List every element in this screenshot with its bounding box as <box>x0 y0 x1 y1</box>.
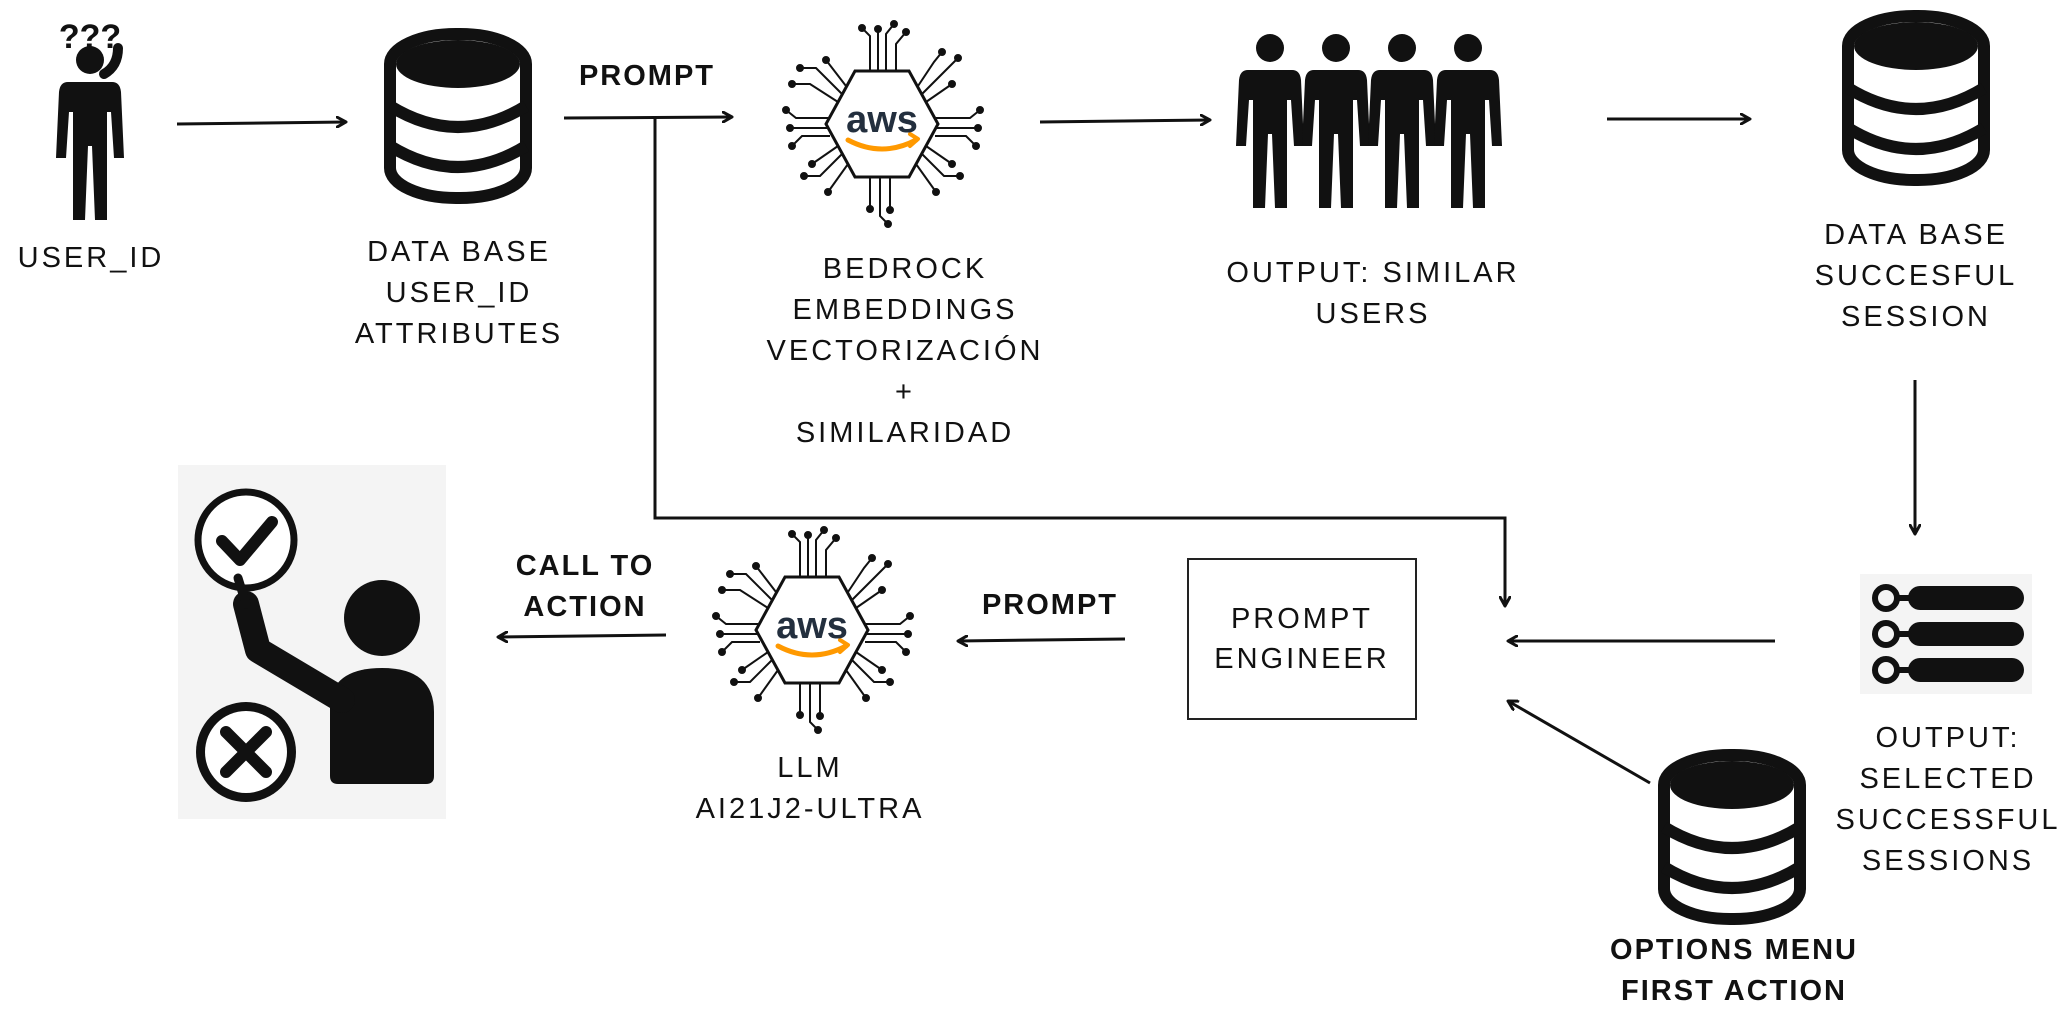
similar-users-label: OUTPUT: SIMILAR USERS <box>1226 257 1520 330</box>
arrow-user-to-db <box>176 122 346 124</box>
list-icon <box>1860 574 2032 694</box>
question-marks: ??? <box>59 18 121 56</box>
prompt-top-label: PROMPT <box>578 60 716 92</box>
db-sessions-label: DATA BASE SUCCESFUL SESSION <box>1814 219 2018 333</box>
llm-label: LLM AI21J2-ULTRA <box>695 752 925 825</box>
prompt-engineer-line: ENGINEER <box>1214 643 1390 675</box>
arrow-bedrock-to-users <box>1039 120 1210 122</box>
confused-user-icon <box>56 43 124 220</box>
user-group-icon <box>1236 34 1502 208</box>
db-user-attributes-label: DATA BASE USER_ID ATTRIBUTES <box>354 236 564 350</box>
database-icon <box>1664 755 1800 919</box>
arrow-llm-to-action <box>498 635 667 637</box>
prompt-engineer-box: PROMPT ENGINEER <box>1187 558 1417 720</box>
call-to-action-label: CALL TO ACTION <box>515 550 655 623</box>
prompt-engineer-line: PROMPT <box>1230 603 1374 635</box>
decision-person-icon <box>178 465 446 819</box>
arrow-prompt-loop <box>653 116 1505 606</box>
arrow-options-to-engineer <box>1508 701 1651 785</box>
bedrock-label: BEDROCK EMBEDDINGS VECTORIZACIÓN + SIMIL… <box>766 253 1044 449</box>
prompt-bottom-label: PROMPT <box>981 589 1119 621</box>
aws-logo-text: aws <box>846 99 918 141</box>
aws-chip-icon: aws <box>783 21 983 227</box>
options-menu-label: OPTIONS MENU FIRST ACTION <box>1610 934 1858 1007</box>
arrow-engineer-to-llm <box>958 639 1126 641</box>
arrow-db-to-bedrock <box>563 117 732 118</box>
aws-chip-icon: aws <box>713 527 913 733</box>
aws-logo-text: aws <box>776 605 848 647</box>
database-icon <box>1848 16 1984 180</box>
user-id-label: USER_ID <box>17 242 165 274</box>
selected-sessions-label: OUTPUT: SELECTED SUCCESSFUL SESSIONS <box>1835 722 2061 877</box>
database-icon <box>390 34 526 198</box>
